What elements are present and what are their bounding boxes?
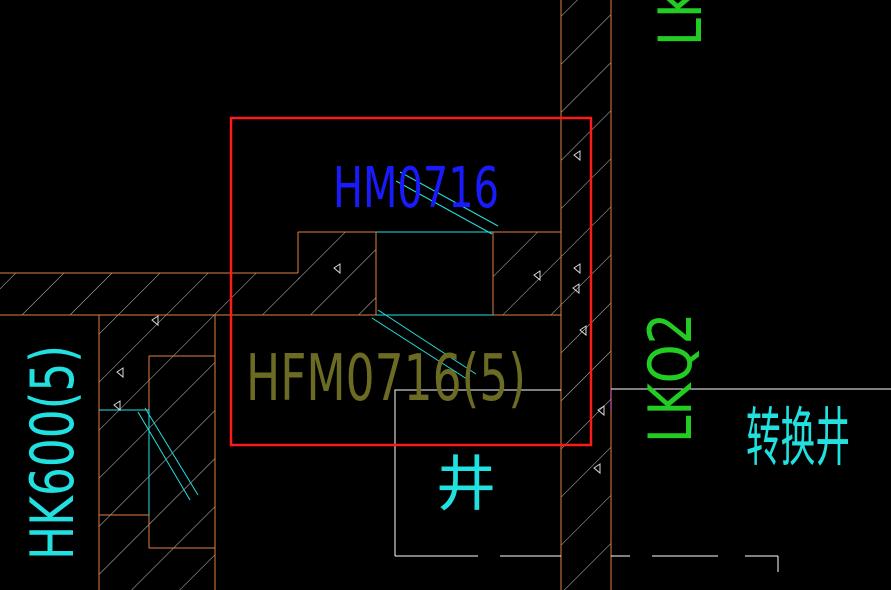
door-label-upper: HM0716 xyxy=(333,156,499,221)
door-opening xyxy=(376,231,493,316)
wall-code-top: LKQ xyxy=(646,0,716,46)
shaft-label-center: 井 xyxy=(436,450,496,520)
door-label-lower: HFM0716(5) xyxy=(246,342,526,416)
triangle-markers xyxy=(113,150,605,475)
door-swing-symbols xyxy=(99,171,499,515)
shaft-label-right: 转换井 xyxy=(746,402,850,476)
wall-outlines xyxy=(0,0,612,590)
concrete-wall-fill xyxy=(0,0,611,590)
wall-code-right: LKQ2 xyxy=(636,313,706,443)
selection-rectangle[interactable] xyxy=(229,116,593,447)
shaft-outline xyxy=(394,388,891,572)
wall-code-left: HK600(5) xyxy=(18,345,88,560)
